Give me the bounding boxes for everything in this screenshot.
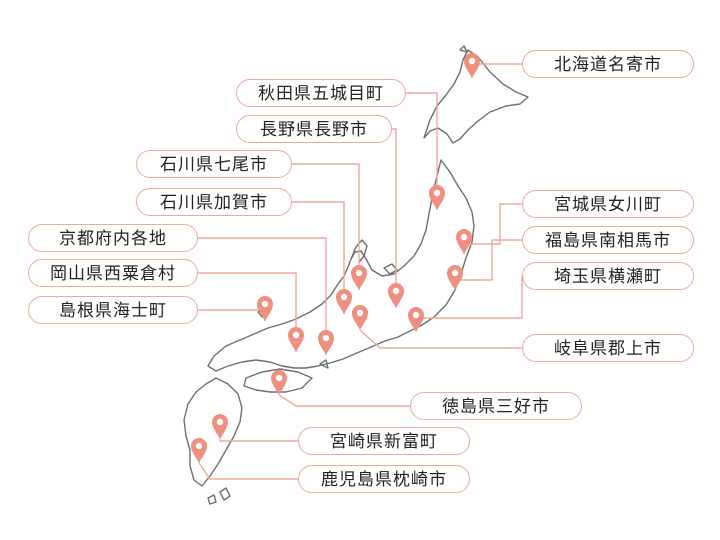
- pin-miyazaki-shintomi[interactable]: [212, 414, 228, 439]
- map-pin-hole: [216, 418, 224, 426]
- map-pin-icon: [388, 283, 404, 308]
- pin-tokushima-miyoshi[interactable]: [271, 370, 287, 395]
- honshu-outline: [207, 159, 475, 372]
- map-pin-icon: [288, 327, 304, 352]
- leader-line-akita-gojome: [406, 92, 438, 210]
- pin-okayama-nishiawakura[interactable]: [288, 327, 304, 352]
- location-label-miyazaki-shintomi[interactable]: 宮崎県新富町: [298, 427, 470, 455]
- map-pin-hole: [340, 293, 348, 301]
- map-pin-hole: [460, 233, 468, 241]
- leader-line-kyoto-prefecture: [198, 237, 327, 355]
- map-pin-icon: [336, 289, 352, 314]
- yakushima: [207, 494, 217, 505]
- location-label-ishikawa-kaga[interactable]: 石川県加賀市: [136, 188, 292, 216]
- location-label-miyagi-onagawa[interactable]: 宮城県女川町: [522, 190, 694, 218]
- location-pins: [191, 53, 480, 463]
- pin-akita-gojome[interactable]: [429, 185, 445, 210]
- leader-line-saitama-yokoze: [415, 276, 523, 332]
- location-label-okayama-nishiawakura[interactable]: 岡山県西粟倉村: [28, 259, 198, 287]
- map-pin-hole: [195, 442, 203, 450]
- location-label-saitama-yokoze[interactable]: 埼玉県横瀬町: [522, 262, 694, 290]
- location-label-akita-gojome[interactable]: 秋田県五城目町: [236, 79, 406, 107]
- map-pin-icon: [447, 265, 463, 290]
- noto-peninsula: [350, 239, 368, 263]
- location-label-tokushima-miyoshi[interactable]: 徳島県三好市: [410, 392, 582, 420]
- map-pin-hole: [355, 269, 363, 277]
- pin-miyagi-onagawa[interactable]: [456, 229, 472, 254]
- map-pin-icon: [257, 296, 273, 321]
- map-pin-icon: [464, 53, 480, 78]
- leader-line-shimane-ama: [198, 309, 266, 321]
- pin-gifu-gujo[interactable]: [352, 305, 368, 330]
- leader-line-miyazaki-shintomi: [219, 439, 298, 442]
- pin-ishikawa-kaga[interactable]: [336, 289, 352, 314]
- leader-line-tokushima-miyoshi: [278, 394, 410, 407]
- map-pin-hole: [392, 287, 400, 295]
- map-pin-hole: [292, 331, 300, 339]
- hokkaido-outline: [423, 49, 529, 144]
- location-label-gifu-gujo[interactable]: 岐阜県郡上市: [522, 334, 694, 362]
- map-pin-icon: [351, 265, 367, 290]
- leader-line-ishikawa-kaga: [292, 201, 345, 314]
- map-pin-hole: [468, 57, 476, 65]
- kyushu-outline: [183, 377, 243, 487]
- leader-line-kagoshima-makurazaki: [198, 462, 298, 480]
- map-pin-icon: [212, 414, 228, 439]
- map-pin-hole: [451, 269, 459, 277]
- map-pin-icon: [429, 185, 445, 210]
- pin-saitama-yokoze[interactable]: [408, 307, 424, 332]
- location-label-shimane-ama[interactable]: 島根県海士町: [28, 296, 198, 324]
- map-pin-icon: [408, 307, 424, 332]
- pin-kyoto-prefecture[interactable]: [318, 330, 334, 355]
- location-label-ishikawa-nanao[interactable]: 石川県七尾市: [136, 150, 292, 178]
- leader-line-nagano-nagano: [392, 128, 397, 308]
- map-pin-icon: [318, 330, 334, 355]
- tanegashima: [219, 487, 231, 501]
- awaji-island: [319, 359, 329, 369]
- map-pin-icon: [191, 438, 207, 463]
- rishiri-island: [459, 45, 468, 53]
- location-label-nagano-nagano[interactable]: 長野県長野市: [236, 115, 392, 143]
- map-pin-hole: [412, 311, 420, 319]
- map-pin-icon: [271, 370, 287, 395]
- leader-line-hokkaido-nayoro: [471, 63, 522, 78]
- leader-line-miyagi-onagawa: [463, 203, 522, 254]
- pin-fukushima-minamisoma[interactable]: [447, 265, 463, 290]
- shikoku-outline: [243, 368, 313, 393]
- leader-line-gifu-gujo: [359, 329, 522, 349]
- sado-island: [383, 263, 398, 275]
- map-pin-hole: [433, 189, 441, 197]
- pin-ishikawa-nanao[interactable]: [351, 265, 367, 290]
- map-pin-hole: [356, 309, 364, 317]
- map-pin-icon: [456, 229, 472, 254]
- location-label-kyoto-prefecture[interactable]: 京都府内各地: [28, 224, 198, 252]
- pin-shimane-ama[interactable]: [257, 296, 273, 321]
- location-label-hokkaido-nayoro[interactable]: 北海道名寄市: [522, 50, 694, 78]
- location-label-kagoshima-makurazaki[interactable]: 鹿児島県枕崎市: [298, 465, 470, 493]
- map-pin-hole: [322, 334, 330, 342]
- map-pin-hole: [261, 300, 269, 308]
- map-pin-hole: [275, 374, 283, 382]
- pin-hokkaido-nayoro[interactable]: [464, 53, 480, 78]
- leader-line-ishikawa-nanao: [292, 163, 360, 290]
- pin-kagoshima-makurazaki[interactable]: [191, 438, 207, 463]
- map-pin-icon: [352, 305, 368, 330]
- japan-land-outline: [183, 45, 529, 505]
- location-label-fukushima-minamisoma[interactable]: 福島県南相馬市: [522, 226, 694, 254]
- leader-line-okayama-nishiawakura: [198, 272, 297, 352]
- pin-nagano-nagano[interactable]: [388, 283, 404, 308]
